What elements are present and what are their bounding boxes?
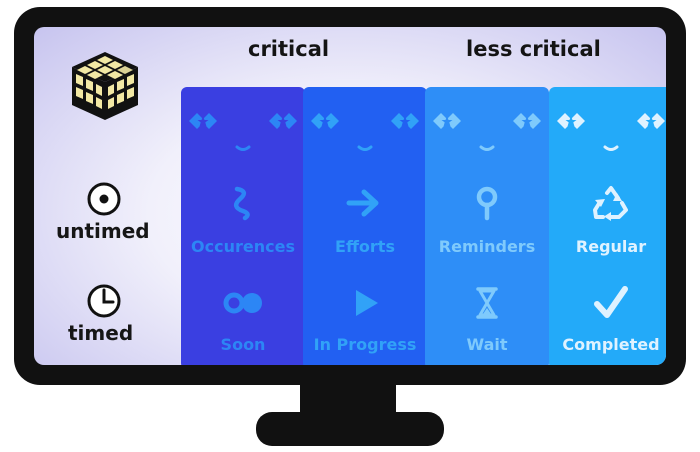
column-occurences: Occurences Soon: [181, 87, 305, 365]
label-reminders: Reminders: [438, 237, 536, 256]
sleepy-face-icon: [311, 113, 419, 151]
play-icon: [356, 290, 378, 316]
label-in-progress: In Progress: [313, 335, 417, 354]
recycle-icon: [593, 186, 628, 221]
checkmark-icon: [594, 286, 628, 318]
label-completed: Completed: [562, 335, 660, 354]
monitor-frame: untimed timed critical less critical: [14, 7, 686, 385]
untimed-circle-icon: [87, 182, 121, 216]
arrow-right-icon: [346, 189, 379, 217]
sleepy-face-icon: [189, 113, 297, 151]
sleepy-face-icon: [433, 113, 541, 151]
sleepy-face-icon: [557, 113, 665, 151]
clock-icon: [87, 284, 121, 318]
squiggle-icon: [233, 186, 250, 221]
monitor-stand-base: [256, 412, 444, 446]
label-occurences: Occurences: [191, 237, 295, 256]
label-efforts: Efforts: [335, 237, 395, 256]
hourglass-icon: [476, 287, 498, 319]
row-label-timed: timed: [68, 321, 134, 345]
header-critical: critical: [248, 37, 330, 61]
column-efforts: Efforts In Progress: [303, 87, 427, 365]
column-regular: Regular Completed: [549, 87, 666, 365]
label-wait: Wait: [466, 335, 508, 354]
column-reminders: Reminders Wait: [425, 87, 549, 365]
rubiks-cube-icon: [72, 52, 138, 120]
screen: untimed timed critical less critical: [34, 27, 666, 365]
pin-icon: [476, 186, 498, 221]
double-dot-icon: [223, 292, 262, 314]
label-soon: Soon: [220, 335, 266, 354]
header-less-critical: less critical: [466, 37, 601, 61]
label-regular: Regular: [575, 237, 647, 256]
row-label-untimed: untimed: [56, 219, 150, 243]
